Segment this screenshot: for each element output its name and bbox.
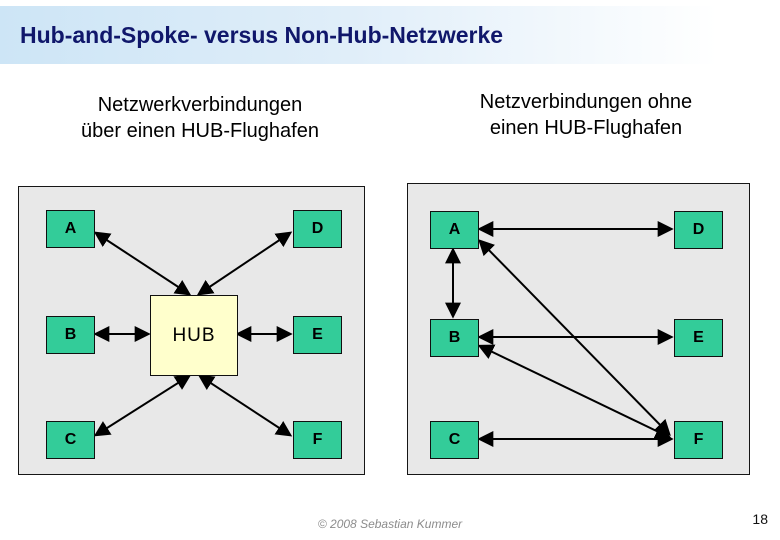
- node-c: C: [46, 421, 95, 459]
- node-f: F: [674, 421, 723, 459]
- edge-d-hub: [196, 231, 293, 296]
- edge-b-f: [477, 344, 672, 439]
- node-c: C: [430, 421, 479, 459]
- slide-title: Hub-and-Spoke- versus Non-Hub-Netzwerke: [20, 21, 504, 48]
- right-heading-line2: einen HUB-Flughafen: [489, 117, 683, 139]
- node-b: B: [430, 319, 479, 357]
- node-e: E: [293, 316, 342, 354]
- edge-a-f: [478, 239, 671, 436]
- right-diagram-heading: Netzverbindungen ohne einen HUB-Flughafe…: [426, 89, 746, 141]
- copyright-text: © 2008 Sebastian Kummer: [317, 517, 463, 531]
- page-number: 18: [752, 511, 768, 527]
- left-diagram-heading: Netzwerkverbindungen über einen HUB-Flug…: [40, 92, 360, 144]
- node-d: D: [674, 211, 723, 249]
- hub-node: HUB: [150, 295, 238, 376]
- hub-network-panel: A D B E C F HUB: [18, 186, 365, 475]
- left-heading-line2: über einen HUB-Flughafen: [81, 120, 319, 142]
- edge-c-hub: [93, 374, 192, 437]
- right-heading-line1: Netzverbindungen ohne: [479, 91, 693, 113]
- direct-network-panel: A D B E C F: [407, 183, 750, 475]
- node-a: A: [46, 210, 95, 248]
- node-f: F: [293, 421, 342, 459]
- title-band: Hub-and-Spoke- versus Non-Hub-Netzwerke: [0, 6, 780, 64]
- node-b: B: [46, 316, 95, 354]
- left-heading-line1: Netzwerkverbindungen: [97, 94, 303, 116]
- edge-a-hub: [93, 231, 192, 296]
- node-e: E: [674, 319, 723, 357]
- node-d: D: [293, 210, 342, 248]
- edge-f-hub: [197, 374, 293, 437]
- node-a: A: [430, 211, 479, 249]
